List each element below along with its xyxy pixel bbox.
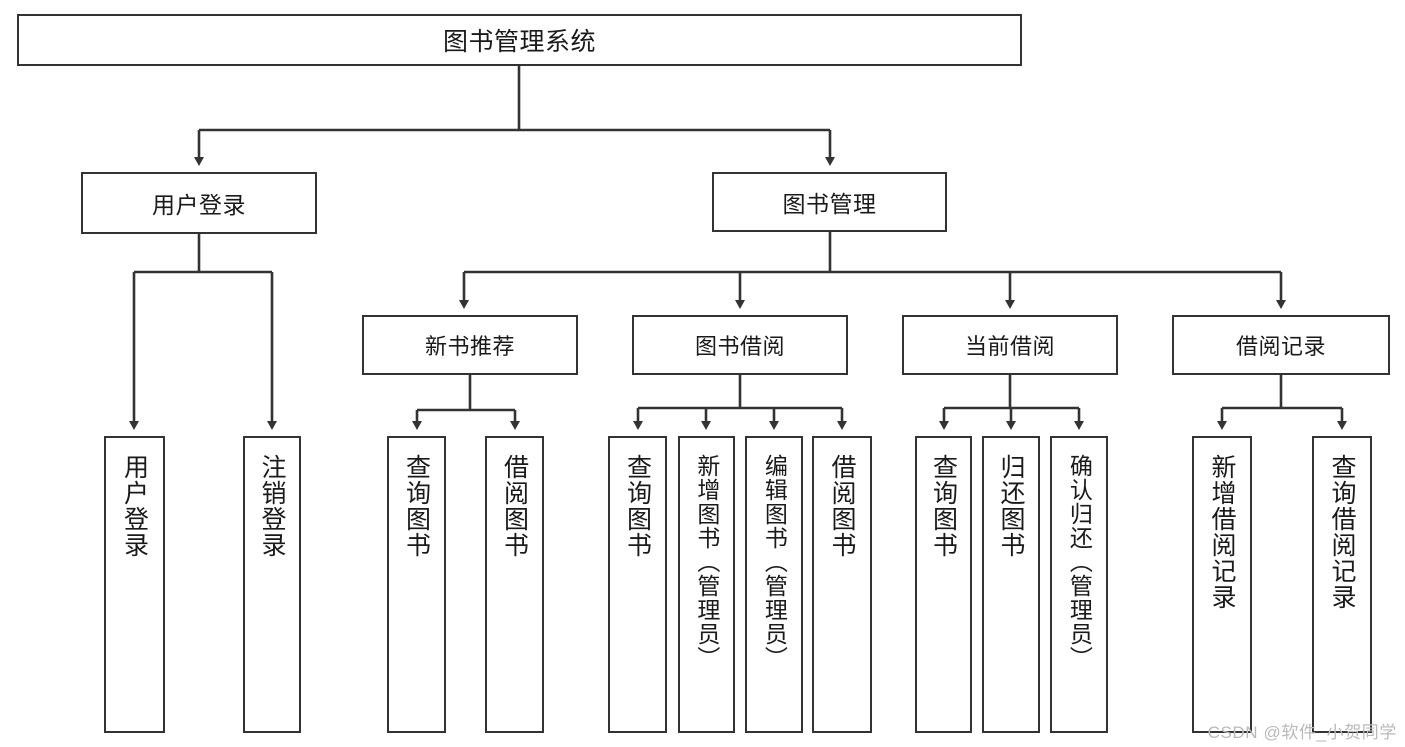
node-level3-book-borrowing-label: 图书借阅 <box>694 334 785 359</box>
node-leaf-return-books-label: 归还图书 <box>997 454 1025 558</box>
node-leaf-search-borrow-record-label: 查询借阅记录 <box>1328 454 1356 610</box>
node-leaf-logout-label: 注销登录 <box>258 454 286 558</box>
node-leaf-borrow-books-label: 借阅图书 <box>828 454 856 558</box>
node-leaf-add-borrow-record[interactable]: 新增借阅记录 <box>1192 436 1252 733</box>
node-level2-user-login-label: 用户登录 <box>152 192 246 218</box>
node-level3-current-borrowing[interactable]: 当前借阅 <box>902 315 1118 375</box>
node-root[interactable]: 图书管理系统 <box>17 14 1022 66</box>
node-level2-book-management-label: 图书管理 <box>782 191 877 217</box>
node-level3-new-book-recommendation-label: 新书推荐 <box>424 334 515 359</box>
node-level2-book-management[interactable]: 图书管理 <box>712 172 947 232</box>
node-leaf-search-books-current[interactable]: 查询图书 <box>915 436 972 733</box>
node-leaf-add-borrow-record-label: 新增借阅记录 <box>1208 454 1236 610</box>
node-leaf-search-books-new[interactable]: 查询图书 <box>387 436 446 733</box>
node-leaf-return-books[interactable]: 归还图书 <box>982 436 1040 733</box>
node-level3-borrow-records-label: 借阅记录 <box>1235 334 1326 359</box>
node-leaf-confirm-return-admin-label: 确认归还（管理员） <box>1066 454 1093 670</box>
node-leaf-search-borrow-record[interactable]: 查询借阅记录 <box>1312 436 1372 733</box>
node-level3-new-book-recommendation[interactable]: 新书推荐 <box>362 315 578 375</box>
node-level3-current-borrowing-label: 当前借阅 <box>964 334 1055 359</box>
node-level2-user-login[interactable]: 用户登录 <box>81 172 317 234</box>
node-leaf-borrow-books-new[interactable]: 借阅图书 <box>485 436 544 733</box>
node-level3-book-borrowing[interactable]: 图书借阅 <box>632 315 848 375</box>
node-root-label: 图书管理系统 <box>442 28 596 56</box>
node-leaf-edit-book-admin-label: 编辑图书（管理员） <box>761 454 788 670</box>
node-leaf-add-book-admin-label: 新增图书（管理员） <box>693 454 720 670</box>
node-leaf-user-login[interactable]: 用户登录 <box>104 436 165 733</box>
node-leaf-add-book-admin[interactable]: 新增图书（管理员） <box>678 436 735 733</box>
node-leaf-confirm-return-admin[interactable]: 确认归还（管理员） <box>1050 436 1108 733</box>
node-leaf-search-books-new-label: 查询图书 <box>402 454 431 558</box>
node-leaf-search-books-current-label: 查询图书 <box>929 454 958 558</box>
node-leaf-user-login-label: 用户登录 <box>120 454 149 558</box>
node-leaf-borrow-books-new-label: 借阅图书 <box>500 454 529 558</box>
node-leaf-logout[interactable]: 注销登录 <box>243 436 301 733</box>
node-leaf-search-books-borrow-label: 查询图书 <box>623 454 652 558</box>
watermark: CSDN @软件_小贺同学 <box>1207 723 1397 742</box>
node-leaf-search-books-borrow[interactable]: 查询图书 <box>608 436 667 733</box>
node-leaf-borrow-books[interactable]: 借阅图书 <box>812 436 872 733</box>
node-level3-borrow-records[interactable]: 借阅记录 <box>1172 315 1390 375</box>
node-leaf-edit-book-admin[interactable]: 编辑图书（管理员） <box>745 436 803 733</box>
